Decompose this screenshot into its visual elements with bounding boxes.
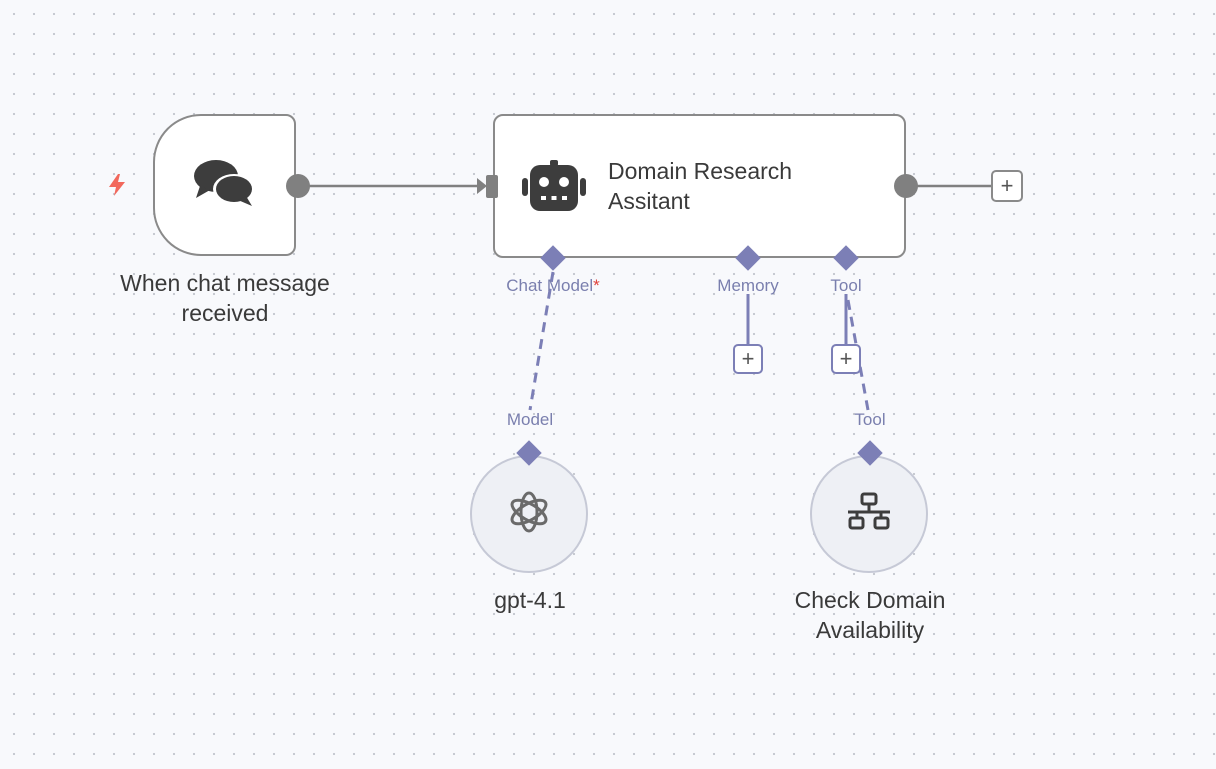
plus-icon: + [1000, 173, 1014, 198]
chat-model-port-label: Chat Model* [478, 276, 628, 296]
tool-node[interactable] [810, 455, 928, 573]
chat-bubbles-icon [192, 156, 258, 215]
tool-node-label: Check Domain Availability [794, 587, 946, 643]
tool-node-port-label: Tool [854, 410, 886, 429]
model-connection [528, 271, 555, 411]
agent-output-handle[interactable] [894, 174, 918, 198]
tool-port-label: Tool [830, 276, 862, 295]
model-node[interactable] [470, 455, 588, 573]
add-tool-button[interactable]: + [831, 344, 861, 374]
agent-title: Domain Research Assitant [608, 158, 793, 214]
trigger-output-handle[interactable] [286, 174, 310, 198]
network-icon [846, 492, 892, 537]
memory-port-label: Memory [717, 276, 779, 295]
agent-input-handle[interactable] [486, 175, 498, 198]
plus-icon: + [839, 346, 853, 371]
lightning-icon [106, 173, 128, 197]
model-node-label: gpt-4.1 [494, 587, 566, 613]
add-next-node-button[interactable]: + [991, 170, 1023, 202]
openai-icon [504, 487, 554, 542]
connection-arrowhead [477, 178, 487, 194]
required-marker: * [593, 276, 600, 295]
trigger-node[interactable] [153, 114, 296, 256]
model-port-label: Model [506, 410, 554, 429]
add-memory-button[interactable]: + [733, 344, 763, 374]
plus-icon: + [741, 346, 755, 371]
chat-model-label-text: Chat Model [506, 276, 594, 295]
trigger-label: When chat message received [120, 270, 330, 326]
robot-icon [522, 160, 586, 214]
